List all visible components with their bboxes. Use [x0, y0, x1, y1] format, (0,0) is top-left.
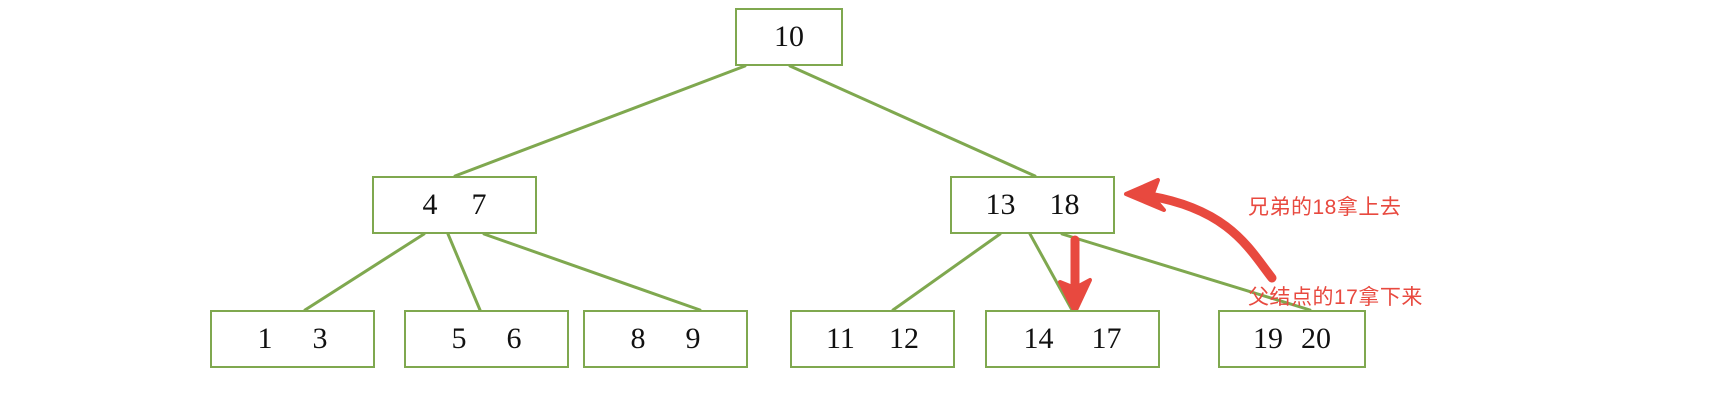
- tree-node-root: 10: [735, 8, 843, 66]
- node-key: 5: [451, 322, 467, 355]
- annotation-line-2: 父结点的17拿下来: [1248, 286, 1423, 309]
- node-key: 6: [506, 322, 522, 355]
- tree-edge: [446, 232, 482, 312]
- node-key: 11: [826, 322, 855, 355]
- tree-node-leaf-4: 11 12: [790, 310, 955, 368]
- node-key: 1: [257, 322, 273, 355]
- node-key: 14: [1023, 322, 1054, 355]
- node-key: 9: [685, 322, 701, 355]
- node-key: 17: [1091, 322, 1122, 355]
- node-key: 20: [1301, 322, 1331, 355]
- tree-node-inner-right: 13 18: [950, 176, 1115, 234]
- annotation-line-1: 兄弟的18拿上去: [1248, 196, 1402, 219]
- node-key: 10: [774, 20, 804, 53]
- node-keys: 14 17: [1024, 322, 1122, 356]
- node-keys: 10: [774, 20, 804, 54]
- tree-edge: [788, 64, 1037, 178]
- curved-arrow-to-sibling-head: [1124, 178, 1166, 212]
- tree-node-leaf-5: 14 17: [985, 310, 1160, 368]
- node-key: 19: [1253, 322, 1283, 355]
- node-key: 3: [312, 322, 328, 355]
- node-key: 12: [888, 322, 919, 355]
- tree-edge: [453, 64, 747, 178]
- down-arrow-to-leaf-head: [1058, 278, 1092, 314]
- tree-edge: [303, 232, 426, 312]
- node-key: 18: [1049, 188, 1080, 221]
- node-key: 4: [422, 188, 438, 221]
- node-keys: 11 12: [826, 322, 919, 356]
- tree-edge: [482, 232, 702, 312]
- node-key: 13: [985, 188, 1016, 221]
- node-key: 7: [471, 188, 487, 221]
- tree-edge: [1028, 232, 1074, 312]
- node-keys: 13 18: [986, 188, 1080, 222]
- node-key: 8: [630, 322, 646, 355]
- annotation-text: 兄弟的18拿上去 父结点的17拿下来: [1248, 133, 1423, 373]
- tree-edge: [891, 232, 1002, 312]
